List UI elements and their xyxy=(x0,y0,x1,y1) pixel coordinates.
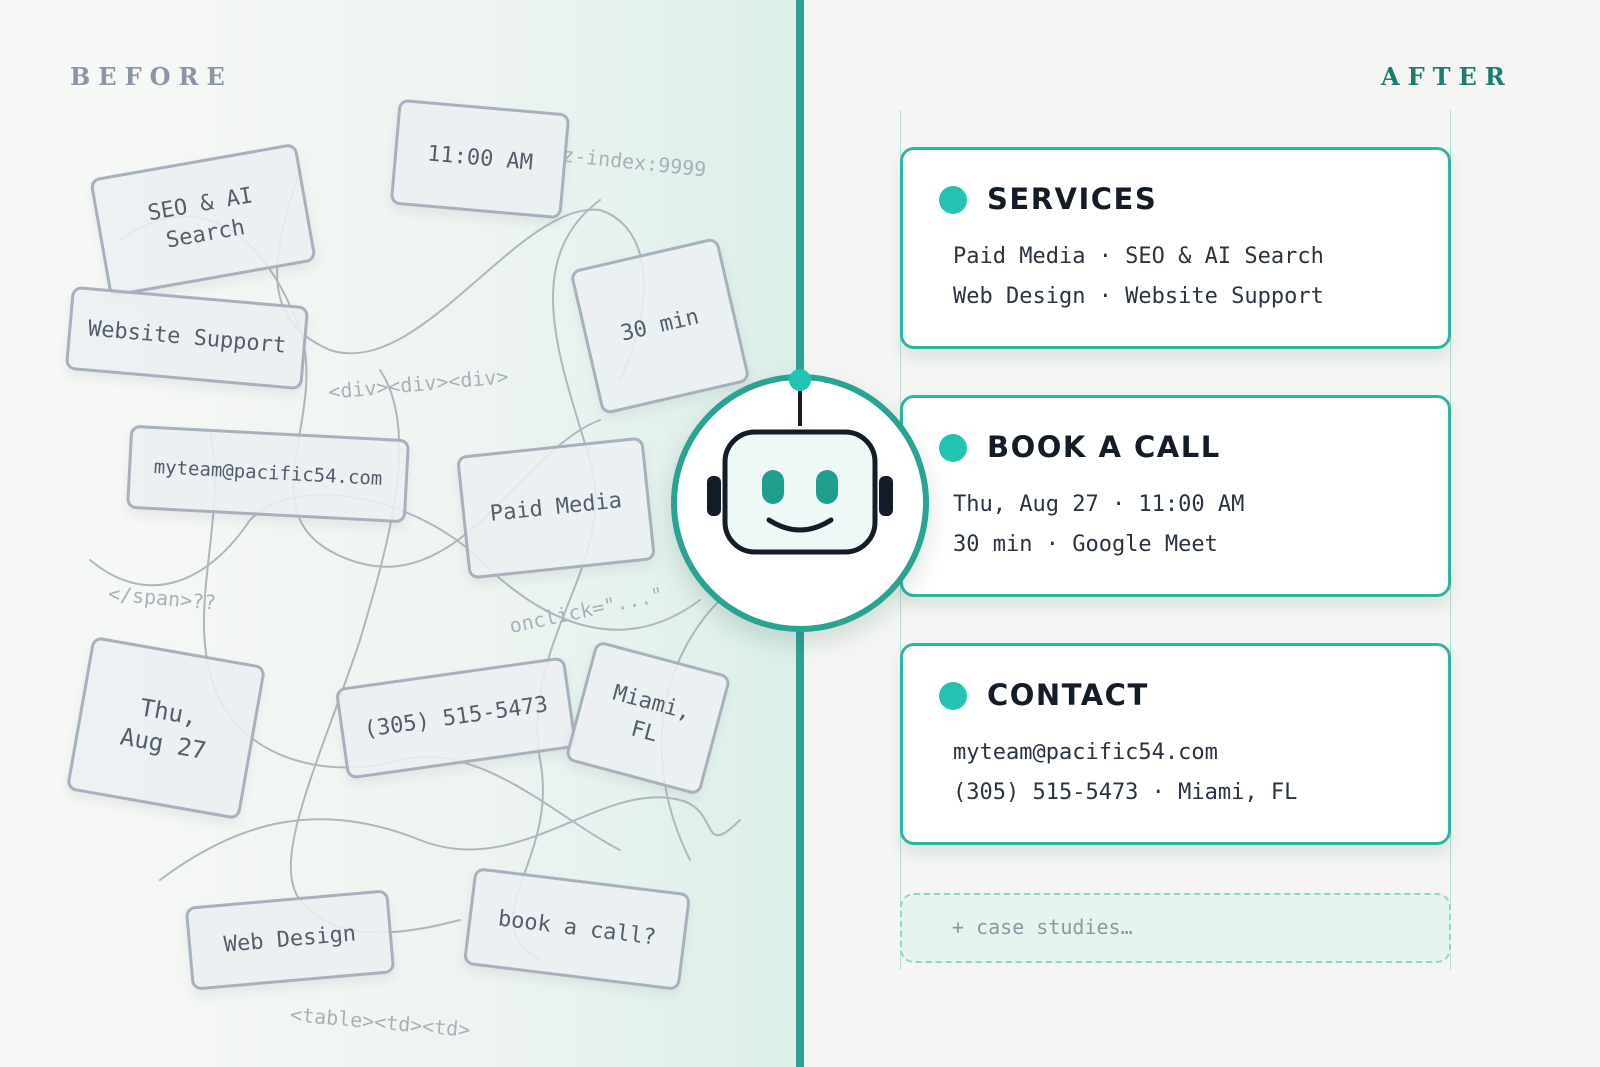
chip-time: 11:00 AM xyxy=(389,98,571,220)
before-panel: z-index:9999 <div><div><div> </span>?? o… xyxy=(0,0,800,1067)
book-a-call-card: BOOK A CALL Thu, Aug 27 · 11:00 AM 30 mi… xyxy=(900,395,1451,597)
after-heading: AFTER xyxy=(1381,62,1513,91)
teal-dot-icon xyxy=(939,186,967,214)
chip-paid-media: Paid Media xyxy=(456,436,656,580)
services-card: SERVICES Paid Media · SEO & AI Search We… xyxy=(900,147,1451,349)
chip-date: Thu, Aug 27 xyxy=(65,635,267,821)
teal-dot-icon xyxy=(939,682,967,710)
card-title: BOOK A CALL xyxy=(987,430,1221,464)
antenna-dot-icon xyxy=(789,369,811,391)
card-line: 30 min · Google Meet xyxy=(953,532,1218,557)
card-line: Paid Media · SEO & AI Search xyxy=(953,244,1324,269)
case-studies-placeholder: + case studies… xyxy=(900,893,1451,963)
card-line: (305) 515-5473 · Miami, FL xyxy=(953,780,1298,805)
robot-badge xyxy=(671,369,929,632)
card-line: Thu, Aug 27 · 11:00 AM xyxy=(953,492,1245,517)
chip-email: myteam@pacific54.com xyxy=(125,424,411,524)
robot-face-icon xyxy=(707,388,893,555)
teal-dot-icon xyxy=(939,434,967,462)
card-line: Web Design · Website Support xyxy=(953,284,1324,309)
before-heading: BEFORE xyxy=(70,62,233,91)
chip-web-design: Web Design xyxy=(184,889,396,991)
card-line: myteam@pacific54.com xyxy=(953,740,1218,765)
card-title: SERVICES xyxy=(987,182,1158,216)
placeholder-label: + case studies… xyxy=(952,915,1133,939)
card-title: CONTACT xyxy=(987,678,1149,712)
contact-card: CONTACT myteam@pacific54.com (305) 515-5… xyxy=(900,643,1451,845)
